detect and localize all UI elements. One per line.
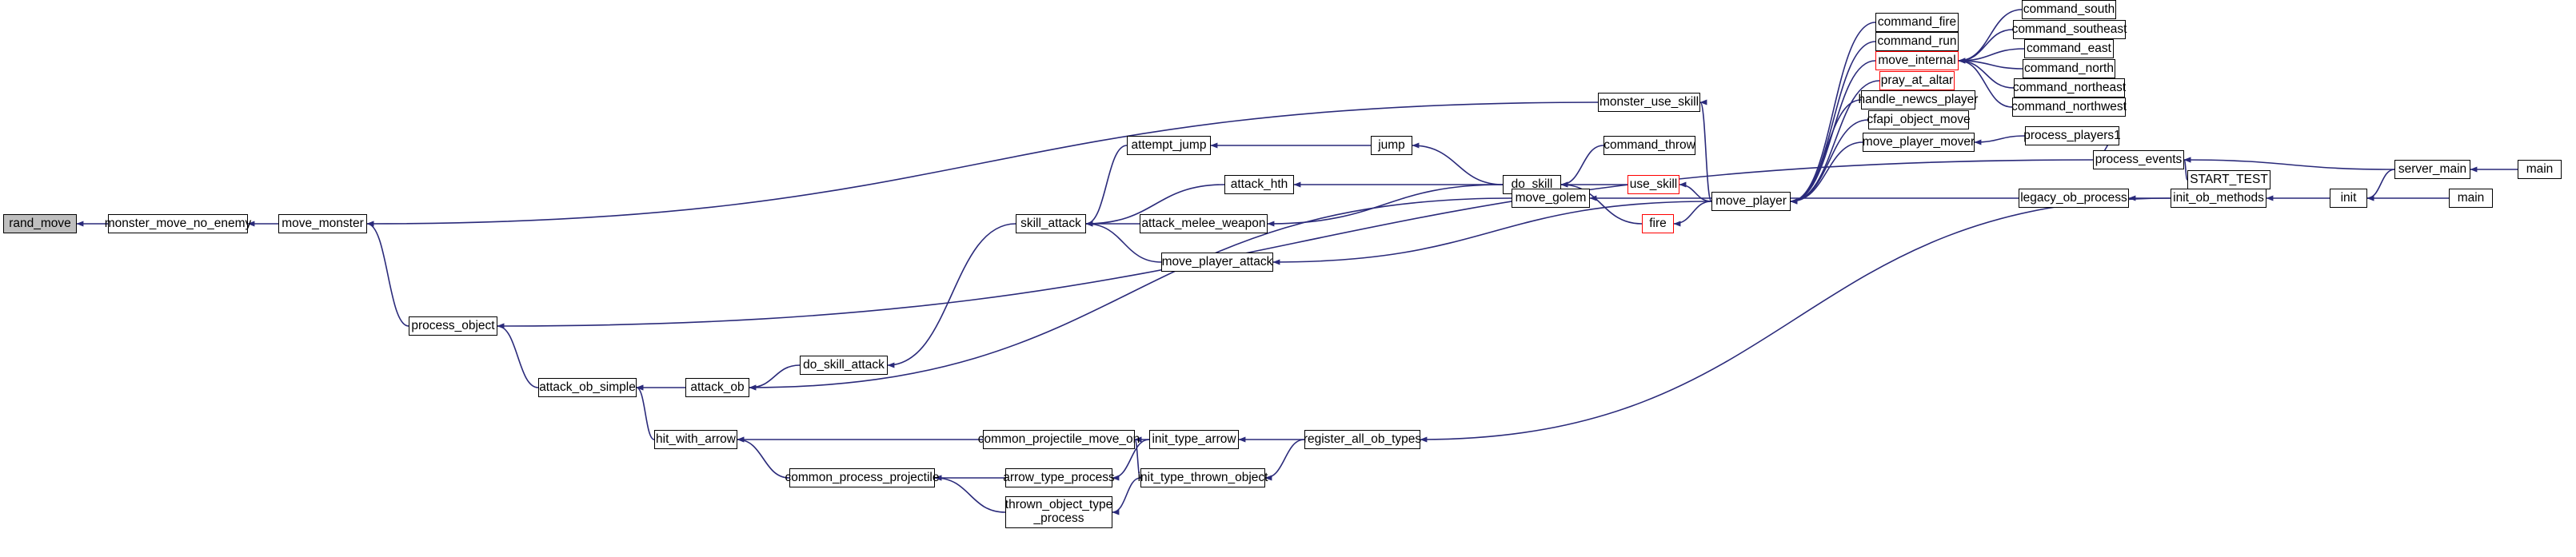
node-command_south[interactable]: command_south [2022, 0, 2116, 19]
node-START_TEST[interactable]: START_TEST [2187, 170, 2270, 189]
edge-command_run-to-move_player [1790, 41, 1876, 205]
node-attack_ob[interactable]: attack_ob [685, 378, 749, 397]
edge-server_main-to-init [2366, 169, 2395, 201]
edge-attempt_jump-to-skill_attack [1085, 145, 1128, 227]
node-move_golem[interactable]: move_golem [1512, 189, 1590, 208]
edge-command_east-to-move_internal [1958, 48, 2025, 64]
edge-hit_with_arrow-to-attack_ob_simple [636, 384, 655, 440]
node-process_object[interactable]: process_object [409, 316, 497, 336]
node-command_northwest[interactable]: command_northwest [2011, 97, 2127, 117]
node-command_north[interactable]: command_north [2023, 59, 2115, 78]
node-skill_attack[interactable]: skill_attack [1016, 214, 1086, 233]
node-init_type_thrown_object[interactable]: init_type_thrown_object [1138, 468, 1268, 487]
node-common_projectile_move_on[interactable]: common_projectile_move_on [978, 430, 1140, 449]
edge-process_players1-to-move_player_mover [1974, 135, 2026, 145]
edge-handle_newcs_player-to-move_player [1790, 99, 1862, 205]
node-thrown_object_type_process[interactable]: thrown_object_type _process [1005, 496, 1112, 528]
node-init_ob_methods[interactable]: init_ob_methods [2171, 189, 2266, 208]
node-init[interactable]: init [2330, 189, 2367, 208]
node-move_monster[interactable]: move_monster [278, 214, 367, 233]
node-arrow_type_process[interactable]: arrow_type_process [1003, 468, 1115, 487]
edge-process_object-to-move_monster [366, 221, 409, 327]
edge-monster_use_skill-to-move_monster [366, 101, 1599, 227]
node-jump[interactable]: jump [1371, 136, 1412, 155]
edge-command_fire-to-move_player [1790, 22, 1876, 205]
node-do_skill_attack[interactable]: do_skill_attack [800, 356, 888, 375]
node-handle_newcs_player[interactable]: handle_newcs_player [1859, 90, 1978, 109]
edge-command_north-to-move_internal [1958, 58, 2023, 70]
edge-init_type_thrown_object-to-thrown_object_type_process [1112, 477, 1141, 515]
edge-move_player-to-fire [1673, 201, 1712, 227]
edge-move_internal-to-move_player [1790, 60, 1876, 205]
node-fire[interactable]: fire [1642, 214, 1674, 233]
node-main_top[interactable]: main [2518, 160, 2562, 179]
node-command_east[interactable]: command_east [2024, 39, 2114, 58]
edge-command_southeast-to-move_internal [1958, 29, 2014, 64]
node-command_southeast[interactable]: command_southeast [2012, 20, 2127, 39]
node-move_player[interactable]: move_player [1711, 192, 1791, 211]
edge-do_skill_attack-to-attack_ob [749, 364, 801, 391]
edge-skill_attack-to-do_skill_attack [887, 223, 1016, 368]
edge-thrown_object_type_process-to-common_process_projectile [934, 475, 1006, 513]
edge-server_main-to-process_events [2183, 157, 2395, 170]
edge-do_skill-to-jump [1412, 142, 1504, 185]
node-use_skill[interactable]: use_skill [1627, 175, 1679, 194]
node-rand_move[interactable]: rand_move [3, 214, 77, 233]
node-legacy_ob_process[interactable]: legacy_ob_process [2019, 189, 2129, 208]
node-move_internal[interactable]: move_internal [1875, 51, 1959, 70]
node-attempt_jump[interactable]: attempt_jump [1127, 136, 1211, 155]
edge-command_northeast-to-move_internal [1958, 58, 2015, 89]
node-command_throw[interactable]: command_throw [1604, 136, 1695, 155]
node-move_player_attack[interactable]: move_player_attack [1161, 253, 1273, 272]
node-command_northeast[interactable]: command_northeast [2013, 78, 2126, 97]
edge-do_skill-to-attack_melee_weapon [1267, 184, 1504, 227]
node-attack_hth[interactable]: attack_hth [1224, 175, 1294, 194]
node-init_type_arrow[interactable]: init_type_arrow [1149, 430, 1239, 449]
edge-move_player-to-use_skill [1679, 181, 1712, 202]
node-pray_at_altar[interactable]: pray_at_altar [1879, 71, 1955, 90]
node-process_players1[interactable]: process_players1 [2023, 126, 2121, 145]
node-monster_move_no_enemy[interactable]: monster_move_no_enemy [105, 214, 251, 233]
node-hit_with_arrow[interactable]: hit_with_arrow [654, 430, 737, 449]
node-common_process_projectile[interactable]: common_process_projectile [785, 468, 940, 487]
edge-move_player_mover-to-move_player [1790, 141, 1863, 205]
node-command_run[interactable]: command_run [1875, 32, 1959, 51]
edge-init_ob_methods-to-register_all_ob_types [1420, 197, 2171, 443]
node-attack_melee_weapon[interactable]: attack_melee_weapon [1140, 214, 1268, 233]
node-main_bottom[interactable]: main [2449, 189, 2493, 208]
edge-command_throw-to-do_skill [1560, 145, 1604, 188]
edge-process_events-to-process_object [497, 159, 2094, 329]
node-move_player_mover[interactable]: move_player_mover [1863, 133, 1975, 152]
node-cfapi_object_move[interactable]: cfapi_object_move [1867, 110, 1971, 129]
node-monster_use_skill[interactable]: monster_use_skill [1598, 93, 1700, 112]
edge-common_process_projectile-to-hit_with_arrow [737, 436, 790, 479]
node-process_events[interactable]: process_events [2093, 150, 2184, 169]
edge-cfapi_object_move-to-move_player [1790, 119, 1869, 205]
edge-register_all_ob_types-to-init_type_thrown_object [1264, 439, 1305, 481]
node-server_main[interactable]: server_main [2394, 160, 2470, 179]
node-command_fire[interactable]: command_fire [1875, 13, 1959, 32]
edge-attack_ob_simple-to-process_object [497, 323, 539, 388]
edge-move_player-to-monster_use_skill [1699, 99, 1712, 202]
node-register_all_ob_types[interactable]: register_all_ob_types [1304, 430, 1421, 449]
node-attack_ob_simple[interactable]: attack_ob_simple [538, 378, 637, 397]
